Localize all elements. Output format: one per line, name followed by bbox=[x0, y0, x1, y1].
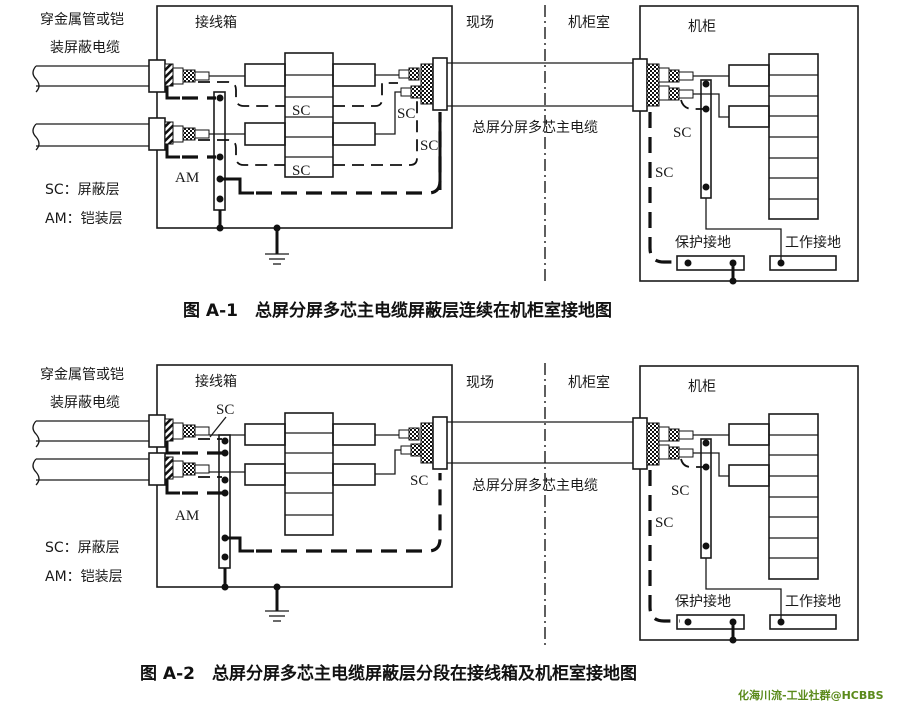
incoming-cable-1 bbox=[32, 65, 149, 93]
working-ground-bar bbox=[769, 614, 837, 630]
main-cable-label: 总屏分屏多芯主电缆 bbox=[472, 119, 598, 136]
shield-layer bbox=[182, 424, 196, 438]
am-label: AM bbox=[175, 508, 199, 524]
ground-bar bbox=[213, 91, 226, 211]
sc-label: SC bbox=[673, 125, 691, 141]
sc-label: SC bbox=[292, 103, 310, 119]
sc-label: SC bbox=[655, 165, 673, 181]
legend-am: AM：铠装层 bbox=[45, 569, 123, 585]
watermark: 化海川流-工业社群@HCBBS bbox=[738, 688, 884, 702]
protective-ground-bar bbox=[676, 614, 745, 630]
cable-gland bbox=[432, 57, 448, 111]
working-ground-bar bbox=[769, 255, 837, 271]
overall-shield bbox=[646, 63, 660, 107]
shield-layer bbox=[182, 69, 196, 83]
field-label: 现场 bbox=[466, 375, 494, 391]
working-ground-label: 工作接地 bbox=[785, 234, 841, 251]
cable-gland bbox=[148, 117, 166, 151]
incoming-cable-1 bbox=[32, 420, 149, 448]
cable-label-line2: 装屏蔽电缆 bbox=[50, 395, 120, 411]
ground-bar bbox=[700, 79, 712, 199]
terminal-block bbox=[284, 52, 334, 178]
cable-label-line1: 穿金属管或铠 bbox=[40, 367, 124, 383]
figure-caption: 图 A-1 总屏分屏多芯主电缆屏蔽层连续在机柜室接地图 bbox=[183, 300, 612, 321]
cable-gland bbox=[432, 416, 448, 470]
am-label: AM bbox=[175, 170, 199, 186]
cable-gland bbox=[632, 417, 648, 470]
overall-shield bbox=[420, 422, 434, 464]
cable-gland bbox=[632, 58, 648, 112]
junction-box-label: 接线箱 bbox=[195, 373, 237, 390]
legend-sc: SC：屏蔽层 bbox=[45, 182, 120, 198]
junction-box bbox=[156, 5, 453, 229]
earth-ground-icon bbox=[265, 253, 289, 265]
junction-box-label: 接线箱 bbox=[195, 14, 237, 31]
sc-label: SC bbox=[655, 515, 673, 531]
sc-label: SC bbox=[397, 106, 415, 122]
cabinet bbox=[639, 5, 859, 282]
sc-label: SC bbox=[292, 163, 310, 179]
terminal-block bbox=[284, 412, 334, 536]
cabinet-label: 机柜 bbox=[688, 379, 716, 395]
field-label: 现场 bbox=[466, 15, 494, 31]
legend-am: AM：铠装层 bbox=[45, 211, 123, 227]
main-cable-label: 总屏分屏多芯主电缆 bbox=[472, 477, 598, 494]
figure-a1: 穿金属管或铠 装屏蔽电缆 SC：屏蔽层 AM：铠装层 接线箱 bbox=[32, 5, 859, 321]
cabinet-terminal-block bbox=[768, 413, 819, 580]
cabinet bbox=[639, 365, 859, 641]
shield-layer bbox=[182, 462, 196, 476]
sc-label: SC bbox=[410, 473, 428, 489]
junction-box bbox=[156, 364, 453, 588]
protective-ground-label: 保护接地 bbox=[675, 234, 731, 251]
cable-gland bbox=[148, 414, 166, 448]
overall-shield bbox=[420, 63, 434, 105]
sc-label: SC bbox=[671, 483, 689, 499]
armor-layer bbox=[164, 418, 174, 442]
working-ground-label: 工作接地 bbox=[785, 593, 841, 610]
armor-layer bbox=[164, 456, 174, 480]
cabinet-label: 机柜 bbox=[688, 19, 716, 35]
sc-label: SC bbox=[216, 402, 234, 418]
cabinet-room-label: 机柜室 bbox=[568, 374, 610, 391]
sc-label: SC bbox=[420, 138, 438, 154]
cable-gland bbox=[148, 59, 166, 93]
figure-caption: 图 A-2 总屏分屏多芯主电缆屏蔽层分段在接线箱及机柜室接地图 bbox=[140, 663, 637, 684]
cable-gland bbox=[148, 452, 166, 486]
cable-label-line1: 穿金属管或铠 bbox=[40, 12, 124, 28]
shield-layer bbox=[182, 127, 196, 141]
ground-bar bbox=[700, 438, 712, 559]
protective-ground-label: 保护接地 bbox=[675, 593, 731, 610]
incoming-cable-2 bbox=[32, 458, 149, 486]
incoming-cable-2 bbox=[32, 123, 149, 151]
legend-sc: SC：屏蔽层 bbox=[45, 540, 120, 556]
armor-layer bbox=[164, 63, 174, 87]
earth-ground-icon bbox=[265, 610, 289, 622]
cabinet-terminal-block bbox=[768, 53, 819, 220]
figure-a2: 穿金属管或铠 装屏蔽电缆 SC：屏蔽层 AM：铠装层 接线箱 bbox=[32, 363, 859, 684]
cable-label-line2: 装屏蔽电缆 bbox=[50, 40, 120, 56]
protective-ground-bar bbox=[676, 255, 745, 271]
cabinet-room-label: 机柜室 bbox=[568, 14, 610, 31]
overall-shield bbox=[646, 422, 660, 466]
armor-layer bbox=[164, 121, 174, 145]
